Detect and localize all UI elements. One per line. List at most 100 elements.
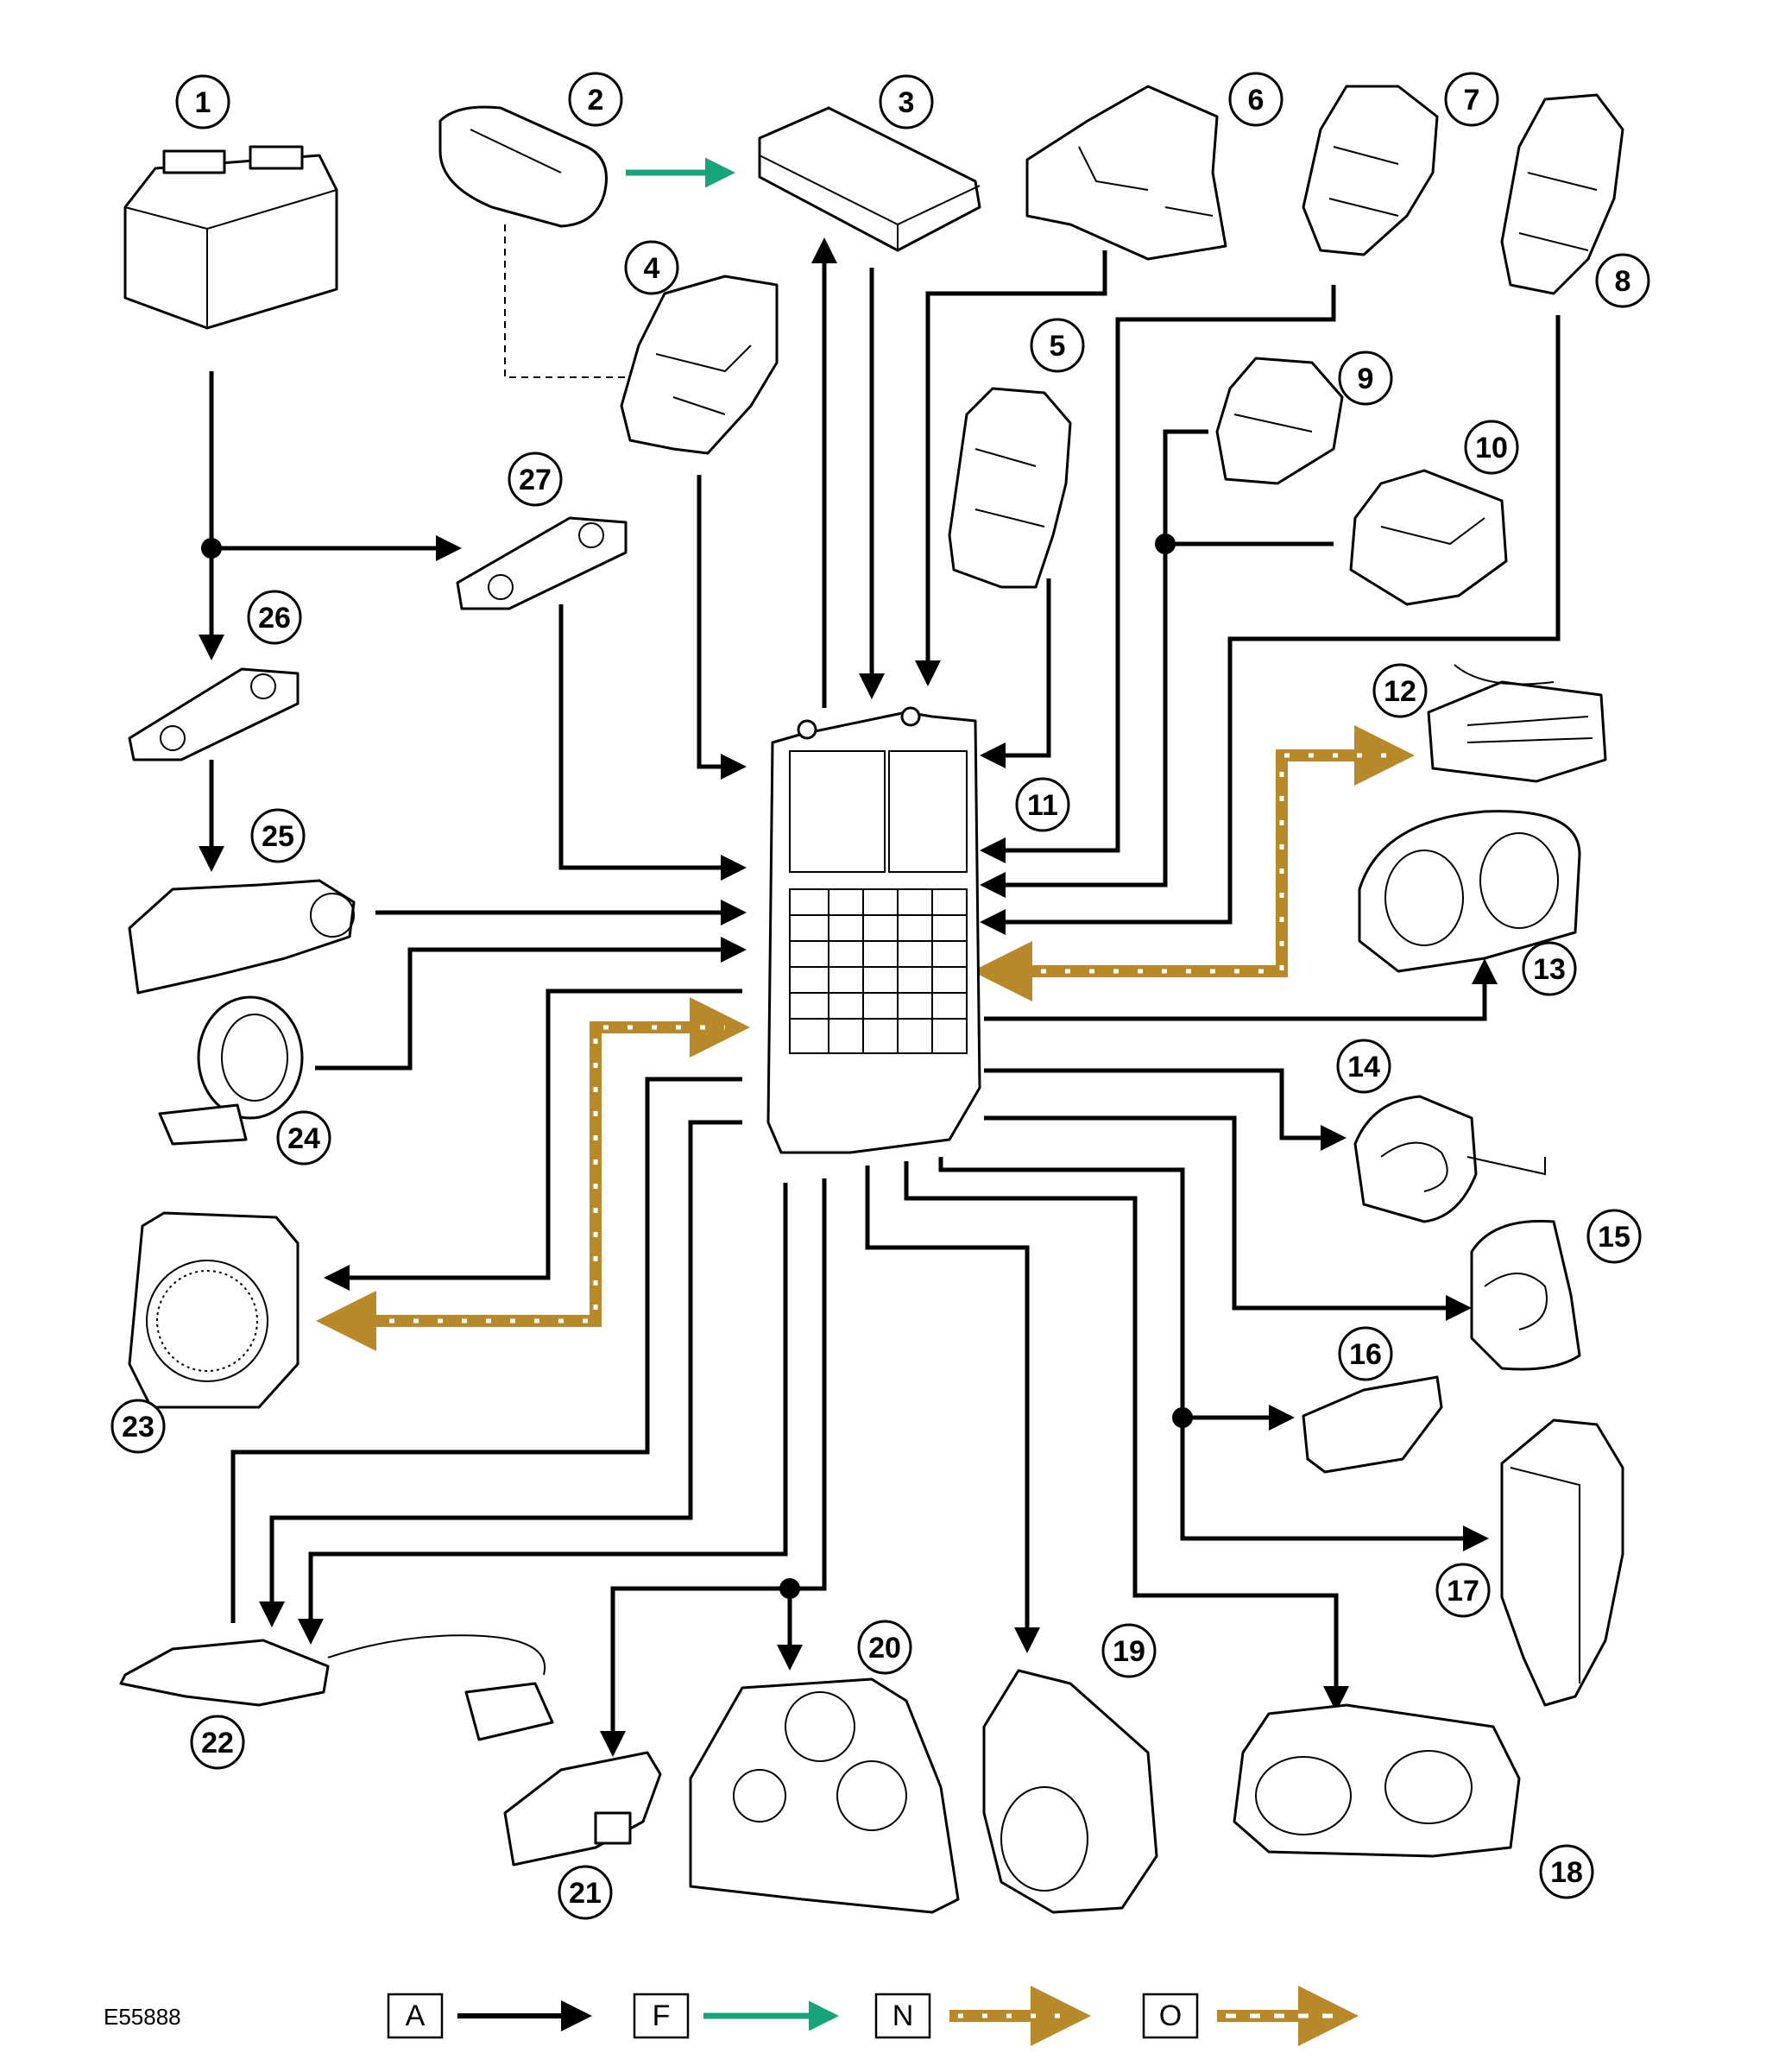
callout-number: 14 <box>1347 1051 1380 1083</box>
callout-number: 4 <box>644 252 660 285</box>
headlamp-19-icon <box>982 1669 1158 1914</box>
fuse-link-26-icon <box>128 667 300 761</box>
callout-26: 26 <box>247 590 302 645</box>
callout-number: 21 <box>569 1877 602 1910</box>
callout-3: 3 <box>879 74 934 130</box>
callout-circle <box>247 590 302 645</box>
callout-circle <box>1015 777 1070 832</box>
callout-circle <box>1228 72 1284 127</box>
callout-1: 1 <box>175 74 230 130</box>
callout-number: 17 <box>1447 1575 1479 1608</box>
callout-number: 12 <box>1384 675 1416 708</box>
callout-number: 5 <box>1050 330 1066 363</box>
callout-number: 27 <box>519 464 552 496</box>
door-latch-8-icon <box>1500 93 1624 295</box>
legend-letter: N <box>892 1999 914 2032</box>
callout-2: 2 <box>568 72 623 127</box>
callout-number: 23 <box>122 1411 155 1443</box>
callout-10: 10 <box>1464 420 1519 475</box>
callout-number: 25 <box>262 820 294 853</box>
callout-circle <box>857 1620 912 1675</box>
headlamp-18-icon <box>1233 1703 1521 1858</box>
callout-circle <box>1444 72 1499 127</box>
callout-9: 9 <box>1338 351 1393 406</box>
callout-number: 8 <box>1615 265 1631 298</box>
callout-number: 19 <box>1113 1635 1145 1668</box>
horn-14-icon <box>1353 1095 1546 1223</box>
alarm-sounder-icon <box>128 1211 300 1409</box>
callout-11: 11 <box>1015 777 1070 832</box>
callout-circle <box>276 1110 331 1166</box>
callout-number: 7 <box>1464 84 1480 117</box>
callout-circle <box>568 72 623 127</box>
callout-number: 9 <box>1358 363 1374 395</box>
callout-circle <box>1372 663 1428 718</box>
callout-number: 13 <box>1533 953 1566 986</box>
wire-cjb-connector-bus <box>972 725 1415 1001</box>
wire-latch-5-to-cjb <box>980 578 1051 768</box>
plate-lamp-icon <box>503 1751 662 1867</box>
callout-15: 15 <box>1586 1209 1642 1264</box>
callout-18: 18 <box>1539 1844 1594 1899</box>
wire-bracket-to-cjb <box>915 250 1107 686</box>
wire-cjb-to-horn-14 <box>984 1068 1347 1151</box>
callout-circle <box>1030 318 1085 373</box>
callout-number: 22 <box>201 1727 234 1759</box>
callout-7: 7 <box>1444 72 1499 127</box>
latch-9-icon <box>1215 357 1344 485</box>
ignition-switch-icon <box>128 879 356 995</box>
wire-cjb-to-headlamp-18 <box>904 1161 1349 1712</box>
callout-circle <box>1539 1844 1594 1899</box>
wire-coil-to-cjb <box>315 937 747 1071</box>
wire-cjb-to-horn-15 <box>984 1115 1472 1321</box>
battery-icon <box>123 145 338 330</box>
callout-circle <box>250 808 306 863</box>
wire-cjb-to-plate-lamp <box>600 1586 790 1757</box>
callout-circle <box>190 1715 245 1770</box>
callout-circle <box>110 1399 166 1454</box>
door-latch-5-icon <box>948 387 1072 589</box>
legend: A F N O <box>387 1986 1359 2046</box>
callout-circle <box>1338 1326 1393 1381</box>
legend-letter: O <box>1159 1999 1182 2032</box>
callout-5: 5 <box>1030 318 1085 373</box>
callout-6: 6 <box>1228 72 1284 127</box>
callout-number: 11 <box>1027 789 1058 822</box>
callout-22: 22 <box>190 1715 245 1770</box>
bracket-icon <box>1025 85 1227 261</box>
callout-circle <box>1101 1623 1157 1678</box>
callout-circle <box>175 74 230 130</box>
callout-4: 4 <box>624 240 679 295</box>
horn-15-icon <box>1470 1219 1581 1371</box>
callout-24: 24 <box>276 1110 331 1166</box>
callout-number: 24 <box>287 1122 320 1155</box>
legend-item-a: A <box>387 1993 592 2039</box>
callout-number: 3 <box>899 86 915 119</box>
key-fob-icon <box>438 105 608 228</box>
wire-latch-8-to-cjb <box>980 315 1561 935</box>
latch-10-icon <box>1349 469 1508 606</box>
callout-circle <box>1586 1209 1642 1264</box>
wire-latch-4-to-cjb <box>697 475 747 780</box>
legend-item-o: O <box>1142 1986 1359 2046</box>
figure-id: E55888 <box>104 2004 181 2030</box>
callout-20: 20 <box>857 1620 912 1675</box>
wire-cjb-to-sounder <box>324 989 742 1291</box>
wire-cjb-to-sensor-22a <box>298 1183 788 1645</box>
callout-number: 15 <box>1598 1221 1630 1254</box>
callout-circle <box>1464 420 1519 475</box>
callout-circle <box>558 1865 613 1920</box>
junction-dot <box>201 538 222 559</box>
immobilizer-coil-icon <box>158 995 304 1146</box>
side-repeater-icon <box>1302 1375 1443 1474</box>
callout-circle <box>1522 941 1577 996</box>
central-junction-box-icon <box>766 706 981 1154</box>
callout-27: 27 <box>508 452 563 507</box>
callout-23: 23 <box>110 1399 166 1454</box>
callout-number: 1 <box>195 86 211 119</box>
callout-circle <box>508 452 563 507</box>
callout-21: 21 <box>558 1865 613 1920</box>
callout-circle <box>1336 1039 1391 1094</box>
callout-number: 2 <box>588 84 604 117</box>
